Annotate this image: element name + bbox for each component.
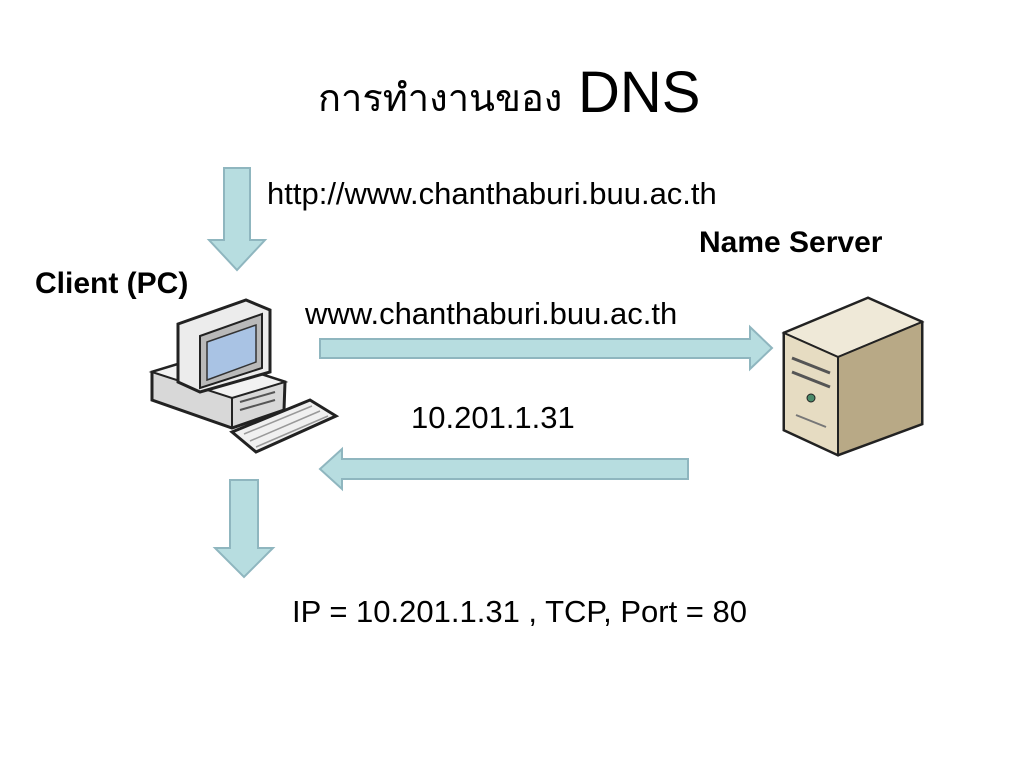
right-arrow-query (319, 324, 774, 372)
server-tower-icon (781, 296, 925, 457)
slide-title-dns: DNS (578, 60, 701, 125)
desktop-computer-icon (148, 298, 340, 454)
down-arrow-top (206, 167, 268, 272)
left-arrow-reply (318, 446, 689, 492)
client-label: Client (PC) (35, 267, 189, 300)
slide-title-thai: การทำงานของ (318, 76, 563, 120)
result-label: IP = 10.201.1.31 , TCP, Port = 80 (292, 594, 747, 629)
query-host-label: www.chanthaburi.buu.ac.th (305, 296, 678, 331)
reply-ip-label: 10.201.1.31 (411, 400, 575, 435)
url-label: http://www.chanthaburi.buu.ac.th (267, 176, 717, 211)
name-server-label: Name Server (699, 226, 883, 259)
down-arrow-bottom (212, 479, 276, 579)
